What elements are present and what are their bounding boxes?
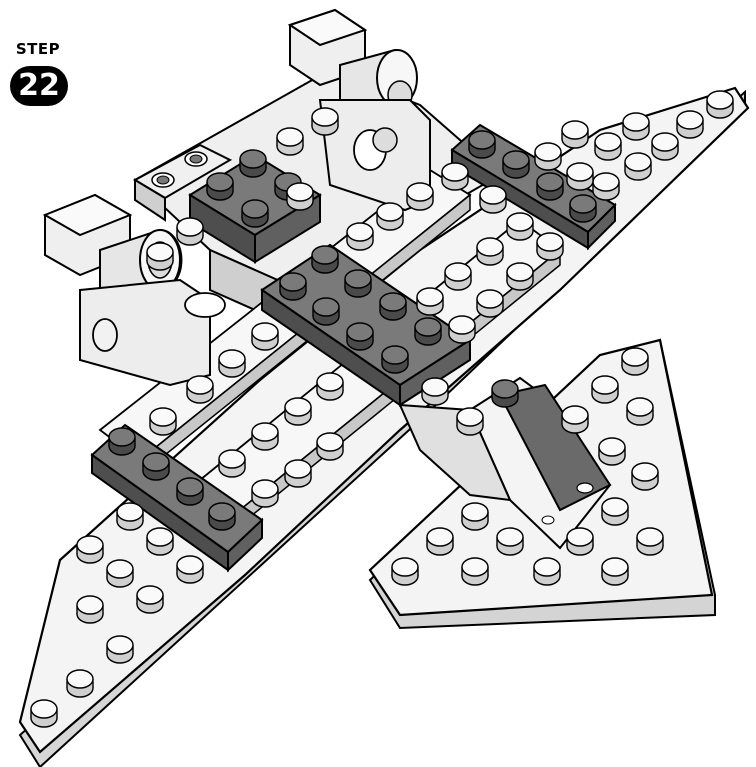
instruction-page: STEP 22 — [0, 0, 756, 767]
lego-aircraft-model-illustration — [0, 0, 756, 767]
